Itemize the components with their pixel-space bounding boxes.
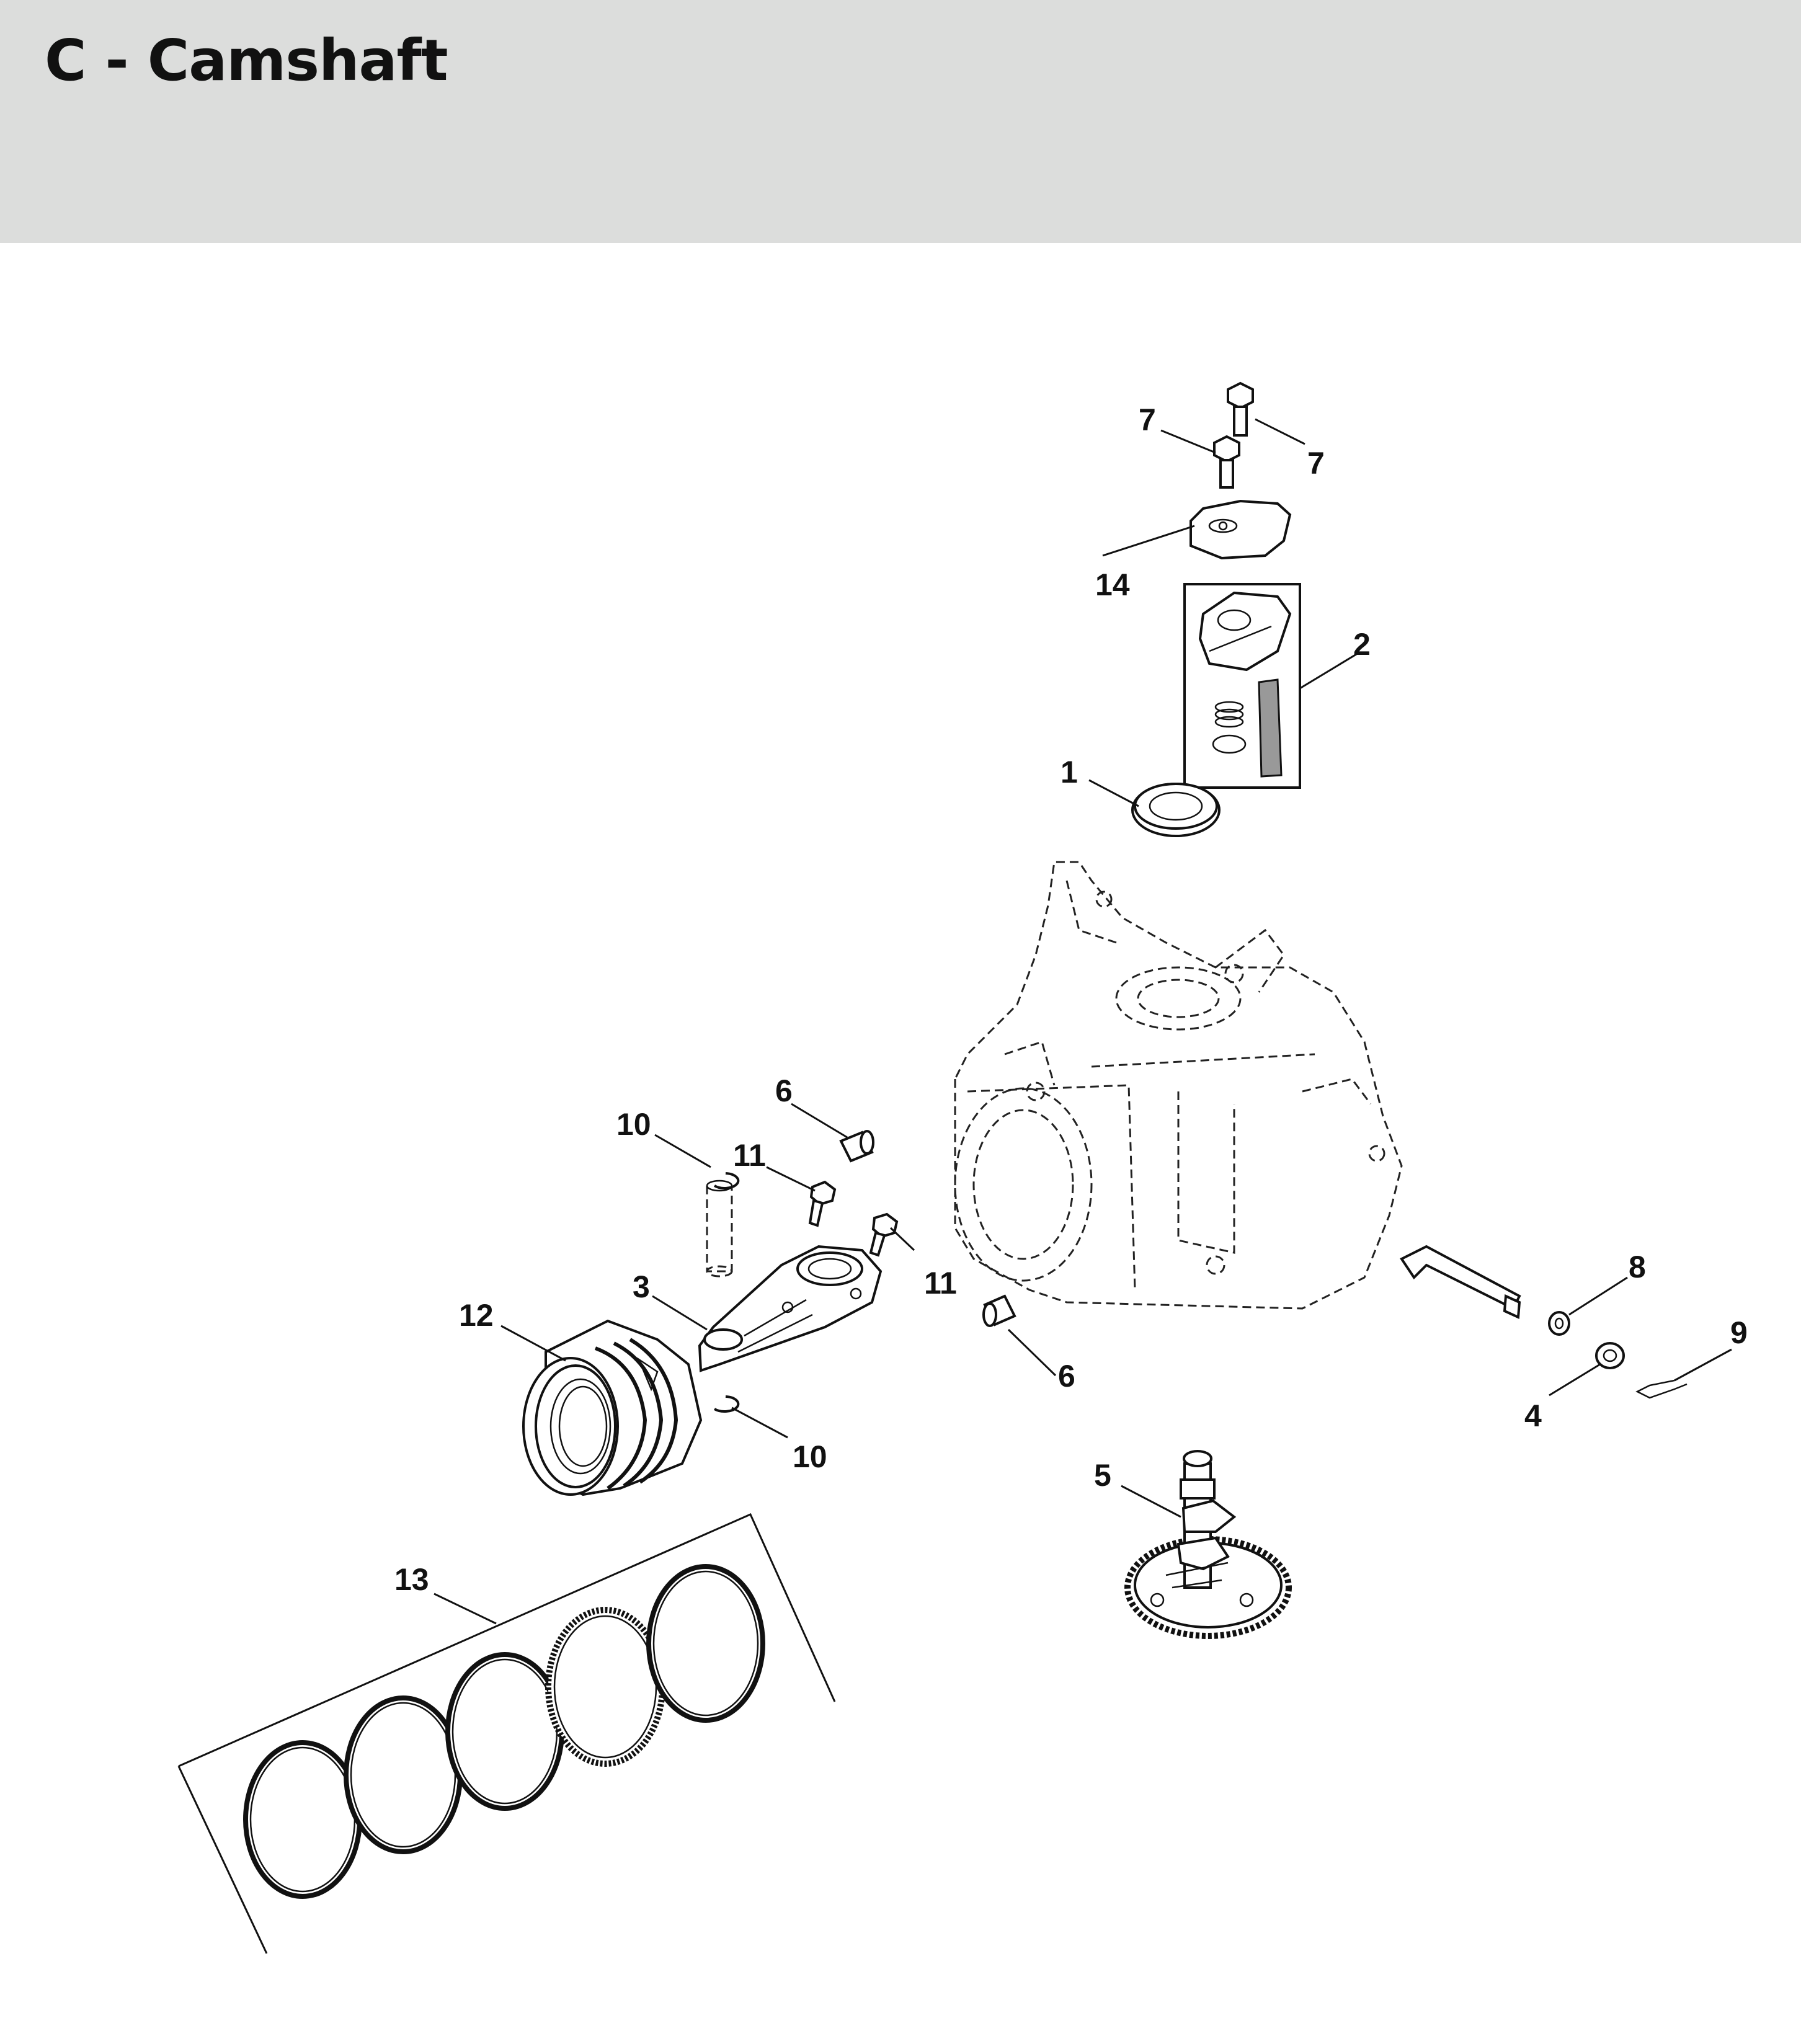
callout-3: 3 [633,1269,650,1304]
callout-6-upper: 6 [775,1073,793,1108]
page-title: C - Camshaft [45,27,448,94]
oil-seal-1 [1131,783,1221,837]
callout-10-upper: 10 [616,1107,651,1142]
dowel-pin-6-lower [982,1294,1016,1327]
callout-10-lower: 10 [793,1439,827,1474]
callout-7-upper: 7 [1139,402,1156,437]
piston-12 [522,1319,703,1496]
callout-5: 5 [1094,1458,1111,1493]
callout-4: 4 [1524,1398,1542,1433]
bolt-7-lower [1213,435,1240,489]
rod-bolt-11-left [808,1180,837,1227]
callout-2: 2 [1353,627,1371,662]
bolt-7-upper [1227,381,1254,437]
piston-rings-13 [177,1513,836,1954]
piston-pin [706,1180,733,1278]
callout-11-left: 11 [733,1138,766,1173]
governor-kit-2 [1183,583,1301,789]
callout-12: 12 [459,1298,494,1333]
dowel-pin-6-upper [839,1130,874,1163]
circlip-10-lower [713,1395,740,1413]
camshaft-5 [1124,1450,1292,1639]
governor-shaft [1400,1245,1521,1319]
leader-lines [434,418,1732,1625]
rod-bolt-11-right [869,1212,899,1257]
callout-8: 8 [1629,1250,1646,1284]
circlip-10-upper [713,1172,740,1189]
callout-11-right: 11 [924,1266,957,1300]
cover-plate-14 [1190,499,1292,560]
washer-8 [1548,1311,1570,1336]
seal-4 [1595,1342,1625,1369]
header-band: C - Camshaft [0,0,1801,243]
hairpin-clip-9 [1635,1379,1688,1399]
callout-7-right: 7 [1307,446,1325,481]
crankcase-outline [954,861,1403,1310]
callout-1: 1 [1061,755,1078,789]
callout-6-lower: 6 [1058,1359,1075,1393]
callout-14: 14 [1095,567,1130,602]
callout-13: 13 [394,1562,429,1597]
callout-9: 9 [1730,1315,1748,1350]
connecting-rod-3 [698,1245,883,1372]
